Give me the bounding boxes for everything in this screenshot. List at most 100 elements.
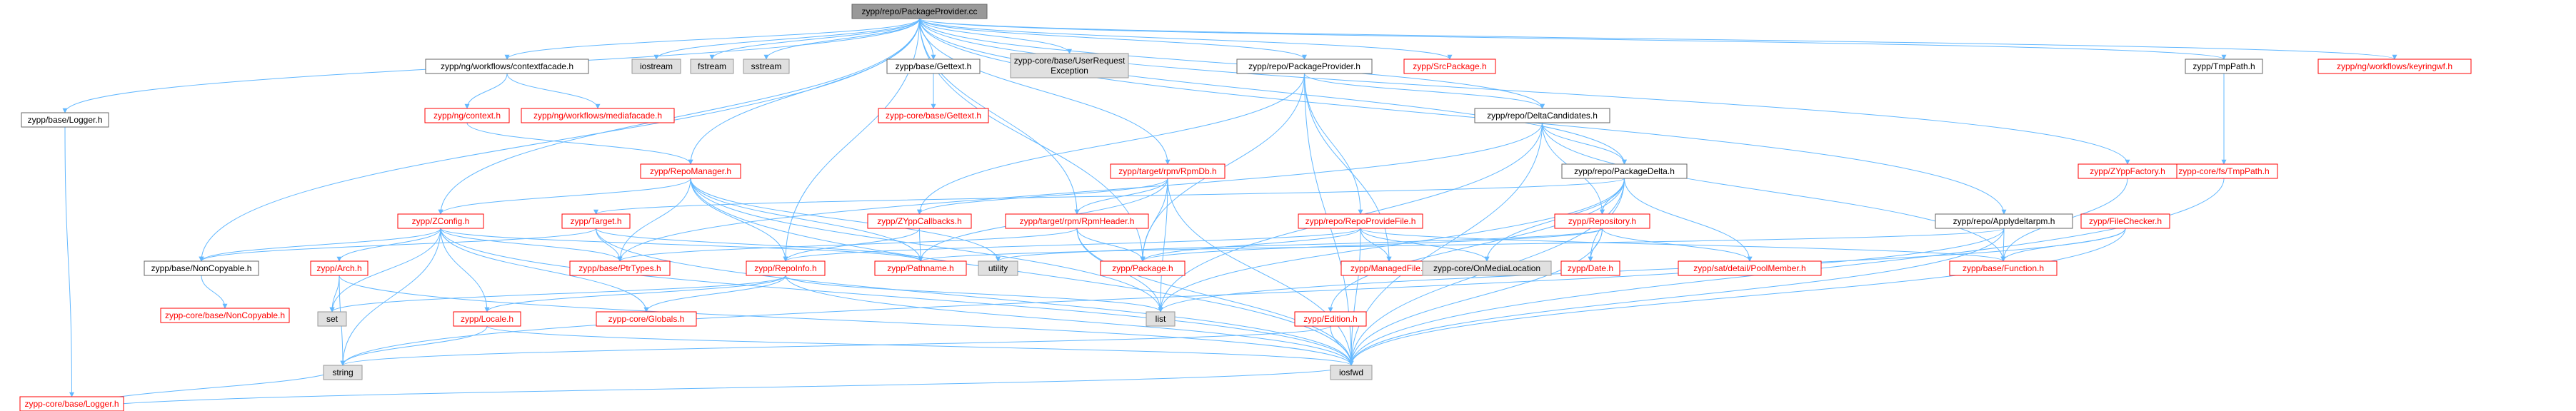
node-sstream: sstream [743, 59, 790, 74]
node-utility: utility [978, 260, 1018, 276]
edge-zconfig-to-nonCopyable [199, 228, 441, 262]
node-box [1294, 311, 1367, 327]
node-box [1678, 260, 1822, 276]
node-poolMember[interactable]: zypp/sat/detail/PoolMember.h [1678, 260, 1822, 276]
dependency-edges [62, 18, 2397, 411]
node-srcPkg[interactable]: zypp/SrcPackage.h [1403, 59, 1496, 74]
node-repository[interactable]: zypp/Repository.h [1554, 213, 1650, 229]
edge-root-to-pkgDelta [919, 18, 1627, 165]
node-repoMgr[interactable]: zypp/RepoManager.h [640, 163, 741, 179]
node-label: zypp/ng/workflows/keyringwf.h [2337, 61, 2452, 71]
edge-rpmDb-to-package [1140, 178, 1168, 262]
edge-repository-to-package [1140, 228, 1603, 262]
node-pathname[interactable]: zypp/Pathname.h [874, 260, 967, 276]
node-repoInfo[interactable]: zypp/RepoInfo.h [746, 260, 826, 276]
node-label: zypp/repo/Applydeltarpm.h [1953, 216, 2055, 226]
edge-repoMgr-to-ptrTypes [617, 178, 691, 262]
edge-root-to-srcPkg [919, 18, 1453, 60]
node-pkgProvH[interactable]: zypp/repo/PackageProvider.h [1236, 59, 1373, 74]
node-box [521, 108, 675, 123]
edge-rpmDb-to-iosfwd [1167, 178, 1354, 366]
node-box [310, 260, 369, 276]
node-keyring[interactable]: zypp/ng/workflows/keyringwf.h [2317, 59, 2472, 74]
edge-root-to-tmpPath [919, 18, 2227, 60]
node-target[interactable]: zypp/Target.h [561, 213, 631, 229]
node-tmpPath[interactable]: zypp/TmpPath.h [2185, 59, 2263, 74]
node-box [640, 163, 741, 179]
node-box [2317, 59, 2472, 74]
edge-root-to-rpmDb [919, 18, 1171, 165]
node-deltaCand[interactable]: zypp/repo/DeltaCandidates.h [1474, 108, 1610, 123]
node-box [1949, 260, 2058, 276]
edge-repoMgr-to-pathname [690, 178, 923, 262]
edge-locale-to-iosfwd [486, 325, 1354, 366]
node-managedFile[interactable]: zypp/ManagedFile.h [1340, 260, 1438, 276]
node-label: iostream [640, 61, 673, 71]
node-box [2185, 59, 2263, 74]
node-box [2080, 213, 2170, 229]
node-fileChecker[interactable]: zypp/FileChecker.h [2080, 213, 2170, 229]
node-ngContext[interactable]: zypp/ng/context.h [424, 108, 510, 123]
node-rpmHeader[interactable]: zypp/target/rpm/RpmHeader.h [1005, 213, 1149, 229]
node-logger[interactable]: zypp/base/Logger.h [21, 112, 109, 128]
edge-deltaCand-to-function [1542, 122, 2006, 262]
edge-repoInfo-to-set [329, 275, 786, 313]
node-label: zypp-core/fs/TmpPath.h [2178, 166, 2269, 176]
node-rpmDb[interactable]: zypp/target/rpm/RpmDb.h [1110, 163, 1226, 179]
node-label: set [326, 314, 339, 324]
node-ptrTypes[interactable]: zypp/base/PtrTypes.h [569, 260, 671, 276]
node-box [1110, 163, 1226, 179]
node-box [21, 112, 109, 128]
node-root: zypp/repo/PackageProvider.cc [851, 4, 988, 19]
node-label: zypp/ng/workflows/contextfacade.h [441, 61, 573, 71]
graph-nodes: zypp/repo/PackageProvider.cc zypp/base/Lo… [19, 4, 2472, 411]
node-date[interactable]: zypp/Date.h [1560, 260, 1620, 276]
edge-pkgProvH-to-repoProvFile [1304, 73, 1363, 215]
node-mediaFacade[interactable]: zypp/ng/workflows/mediafacade.h [521, 108, 675, 123]
node-label: zypp/Target.h [570, 216, 621, 226]
node-label: zypp-core/base/Gettext.h [886, 111, 981, 121]
edge-repoProvFile-to-repoInfo [783, 228, 1361, 262]
node-label: zypp/FileChecker.h [2089, 216, 2162, 226]
node-repoProvFile[interactable]: zypp/repo/RepoProvideFile.h [1298, 213, 1423, 229]
node-nonCopyable[interactable]: zypp/base/NonCopyable.h [144, 260, 259, 276]
node-zyppFactory[interactable]: zypp/ZYppFactory.h [2078, 163, 2177, 179]
node-globals[interactable]: zypp-core/Globals.h [596, 311, 697, 327]
node-iosfwd: iosfwd [1330, 365, 1373, 380]
edge-rpmDb-to-zyppCallbacks [917, 178, 1168, 215]
node-arch[interactable]: zypp/Arch.h [310, 260, 369, 276]
node-label: zypp/RepoInfo.h [754, 263, 816, 273]
node-label: zypp/repo/DeltaCandidates.h [1487, 111, 1598, 121]
node-ctxFacade[interactable]: zypp/ng/workflows/contextfacade.h [425, 59, 589, 74]
node-locale[interactable]: zypp/Locale.h [453, 311, 521, 327]
edge-zconfig-to-pathname [440, 228, 923, 262]
node-label: zypp/Locale.h [461, 314, 513, 324]
edge-ngContext-to-repoMgr [466, 122, 693, 165]
node-label: zypp/repo/PackageProvider.cc [861, 6, 977, 16]
node-set: set [317, 311, 347, 327]
node-gettext[interactable]: zypp/base/Gettext.h [886, 59, 981, 74]
node-box [317, 311, 347, 327]
node-function[interactable]: zypp/base/Function.h [1949, 260, 2058, 276]
node-edition[interactable]: zypp/Edition.h [1294, 311, 1367, 327]
node-label: zypp/base/PtrTypes.h [578, 263, 661, 273]
edge-rpmDb-to-list [1158, 178, 1168, 313]
edge-zconfig-to-iosfwd [440, 228, 1354, 366]
node-coreNonCopyable[interactable]: zypp-core/base/NonCopyable.h [160, 308, 290, 323]
node-label: zypp/Arch.h [316, 263, 361, 273]
node-box [1554, 213, 1650, 229]
edge-repoProvFile-to-iosfwd [1348, 228, 1361, 366]
node-pkgDelta[interactable]: zypp/repo/PackageDelta.h [1561, 163, 1688, 179]
node-box [160, 308, 290, 323]
node-box [978, 260, 1018, 276]
node-box [746, 260, 826, 276]
node-coreGettext[interactable]: zypp-core/base/Gettext.h [878, 108, 989, 123]
node-coreLogger[interactable]: zypp-core/base/Logger.h [19, 396, 124, 411]
node-package[interactable]: zypp/Package.h [1100, 260, 1186, 276]
edge-zconfig-to-string [340, 228, 441, 366]
node-box [323, 365, 363, 380]
node-zconfig[interactable]: zypp/ZConfig.h [397, 213, 484, 229]
node-applyDeltaRpm[interactable]: zypp/repo/Applydeltarpm.h [1935, 213, 2073, 229]
node-zyppCallbacks[interactable]: zypp/ZYppCallbacks.h [867, 213, 972, 229]
node-coreTmpPath[interactable]: zypp-core/fs/TmpPath.h [2170, 163, 2278, 179]
